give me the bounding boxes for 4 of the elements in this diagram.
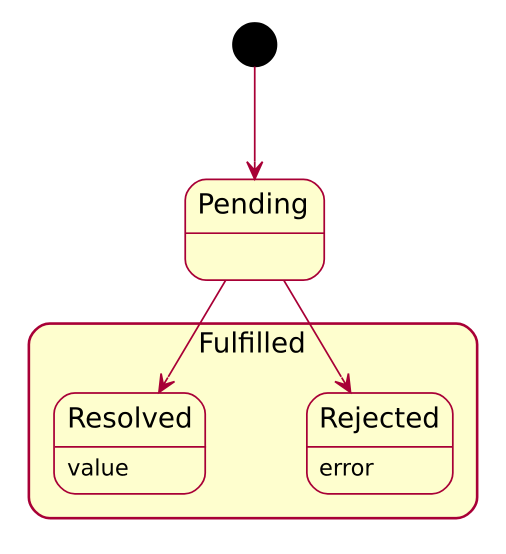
arrow xyxy=(158,279,226,393)
arrow xyxy=(246,66,264,180)
arrow xyxy=(283,279,352,393)
node-circle xyxy=(232,22,278,67)
